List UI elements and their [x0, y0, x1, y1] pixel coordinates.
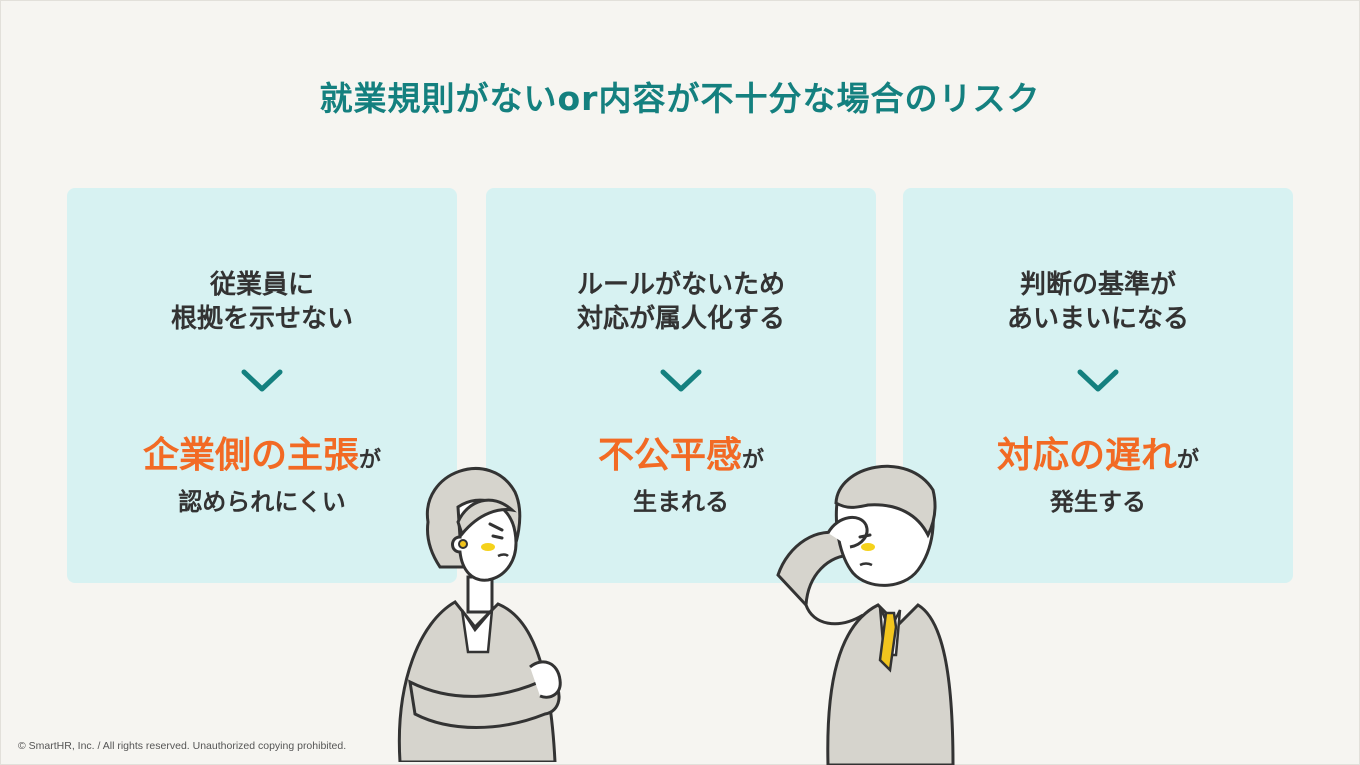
risk-cause: 従業員に 根拠を示せない: [67, 268, 457, 336]
chevron-down-icon: [660, 369, 702, 392]
chevron-down-icon: [241, 369, 283, 392]
cause-line: 対応が属人化する: [576, 304, 785, 334]
cause-line: 根拠を示せない: [170, 304, 353, 334]
cause-line: 従業員に: [209, 270, 314, 300]
result-particle: が: [359, 448, 382, 473]
risk-result: 不公平感が 生まれる: [486, 432, 876, 519]
cause-line: あいまいになる: [1006, 304, 1189, 334]
risk-card-1: 従業員に 根拠を示せない 企業側の主張が 認められにくい: [67, 188, 457, 583]
result-line: 発生する: [1050, 488, 1146, 516]
risk-cause: ルールがないため 対応が属人化する: [486, 268, 876, 336]
chevron-down-icon: [1077, 369, 1119, 392]
risk-result: 企業側の主張が 認められにくい: [67, 432, 457, 519]
risk-result: 対応の遅れが 発生する: [903, 432, 1293, 519]
result-emphasis: 企業側の主張: [142, 435, 359, 476]
copyright-notice: © SmartHR, Inc. / All rights reserved. U…: [18, 740, 347, 752]
slide-title: 就業規則がないor内容が不十分な場合のリスク: [319, 79, 1041, 118]
cause-line: ルールがないため: [576, 270, 785, 300]
risk-card-2: ルールがないため 対応が属人化する 不公平感が 生まれる: [486, 188, 876, 583]
risk-card-3: 判断の基準が あいまいになる 対応の遅れが 発生する: [903, 188, 1293, 583]
result-line: 認められにくい: [178, 488, 346, 516]
risk-cause: 判断の基準が あいまいになる: [903, 268, 1293, 336]
result-emphasis: 対応の遅れ: [996, 435, 1177, 476]
cause-line: 判断の基準が: [1019, 270, 1176, 300]
result-line: 生まれる: [633, 488, 729, 516]
result-particle: が: [742, 448, 765, 473]
result-emphasis: 不公平感: [597, 435, 742, 476]
result-particle: が: [1177, 448, 1200, 473]
